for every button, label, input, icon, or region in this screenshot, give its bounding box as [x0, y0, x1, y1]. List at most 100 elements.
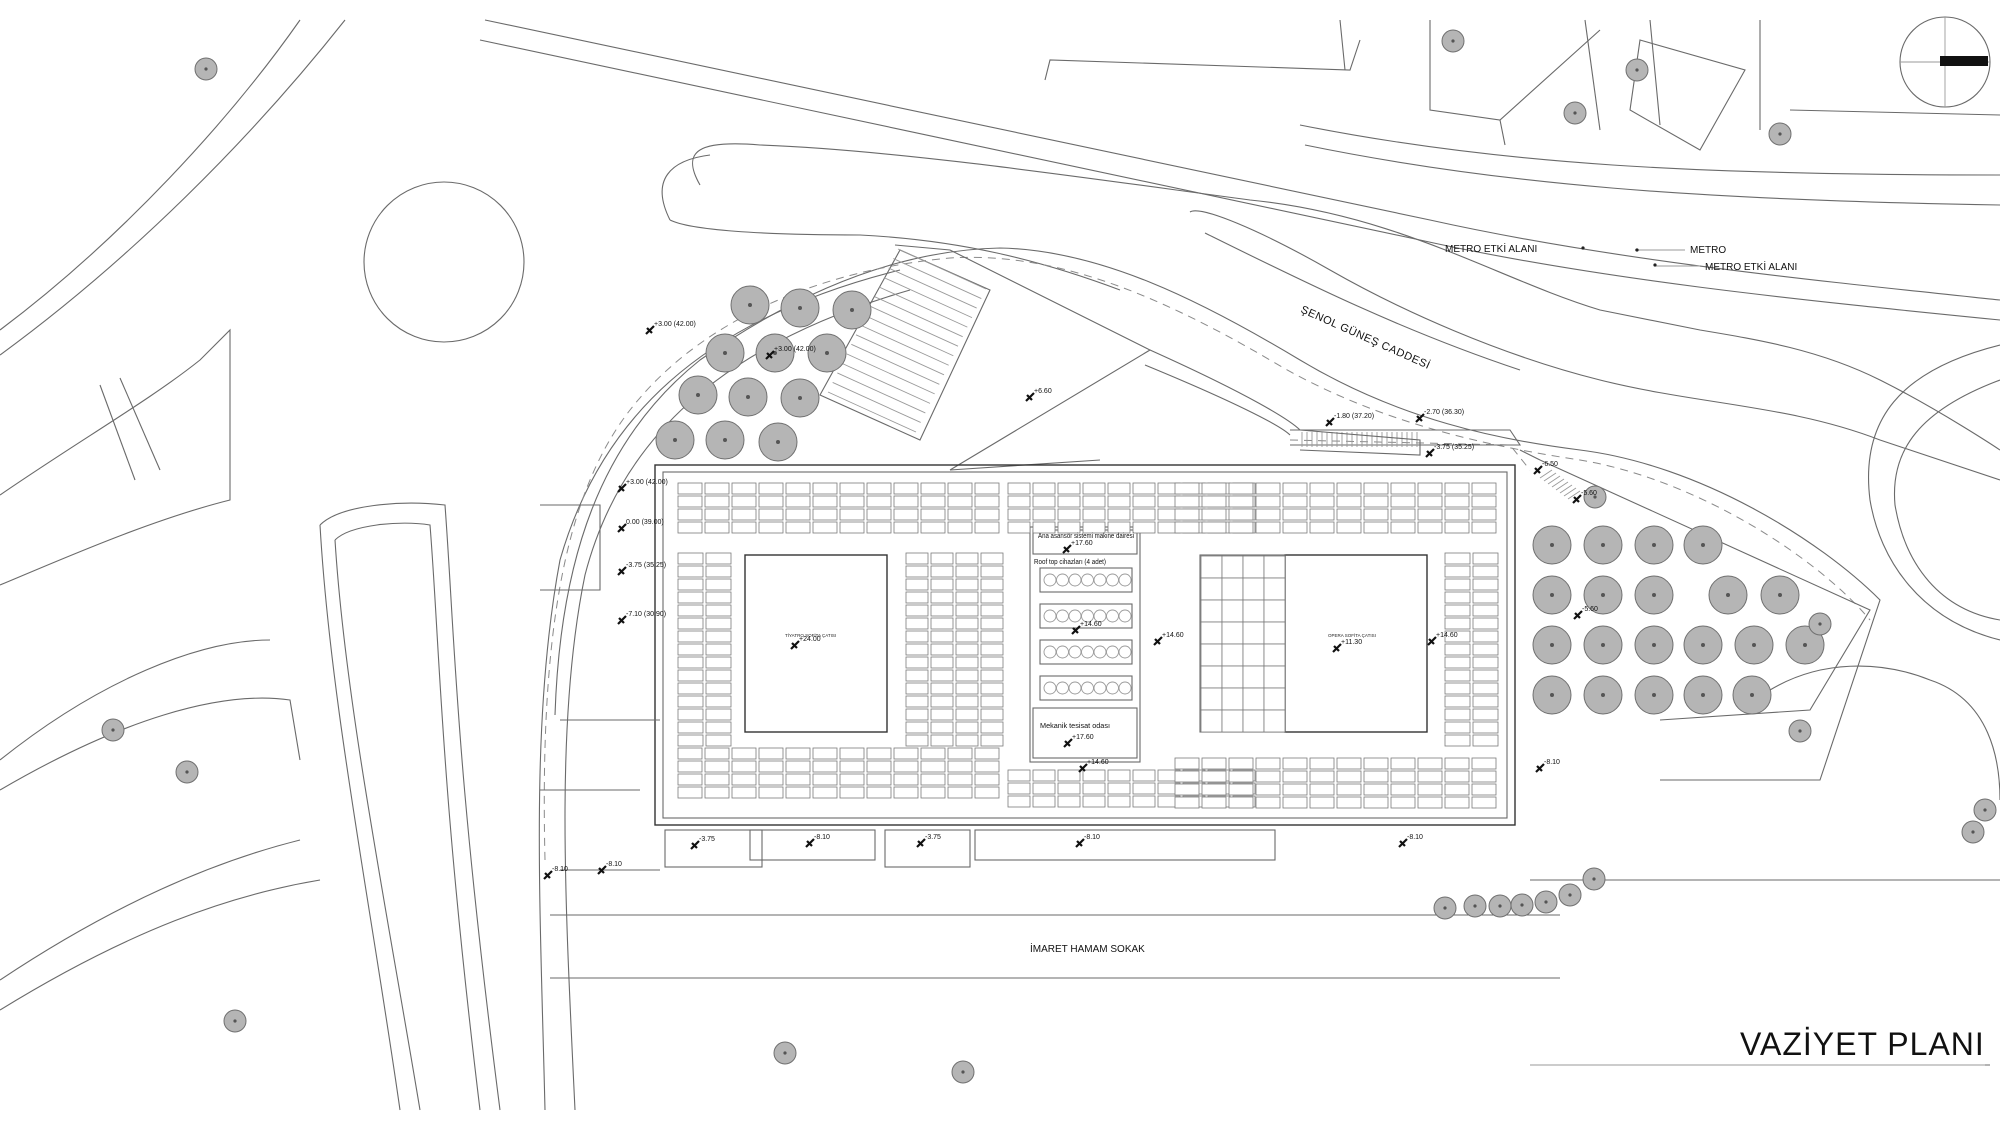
panel-cell: [839, 495, 865, 508]
panel-cell: [920, 482, 946, 495]
level-marker: +14.60: [1427, 632, 1458, 646]
panel-cell: [1228, 508, 1254, 521]
tree: [1583, 525, 1623, 565]
panel-cell: [1201, 796, 1227, 809]
tree: [1683, 675, 1723, 715]
panel-cell: [1082, 521, 1106, 534]
tree: [758, 422, 798, 462]
panel-cell: [1107, 482, 1131, 495]
panel-cell: [1336, 783, 1362, 796]
panel-cell: [930, 695, 954, 708]
panel-cell: [705, 617, 732, 630]
panel-cell: [1282, 770, 1308, 783]
panel-cell: [893, 495, 919, 508]
panel-cell: [866, 760, 892, 773]
panel-cell: [1228, 482, 1254, 495]
panel-cell: [1417, 796, 1443, 809]
panel-cell: [930, 721, 954, 734]
tree: [175, 760, 199, 784]
panel-cell: [705, 630, 732, 643]
panel-cell: [1255, 521, 1281, 534]
panel-cell: [980, 682, 1004, 695]
panel-cell: [705, 578, 732, 591]
panel-cell: [1201, 482, 1227, 495]
panel-cell: [1444, 708, 1471, 721]
fan-circle: [1106, 681, 1119, 695]
panel-cell: [812, 508, 838, 521]
grid-cell: [1263, 621, 1286, 645]
panel-cell: [980, 669, 1004, 682]
room-label-ana-asansor: Ana asansör sistemi makine dairesi: [1038, 533, 1134, 540]
panel-cell: [930, 565, 954, 578]
panel-cell: [785, 786, 811, 799]
panel-cell: [1471, 482, 1497, 495]
panel-cell: [1032, 782, 1056, 795]
room-label-opera: OPERA SOFİTA ÇATISI: [1328, 632, 1376, 638]
fan-circle: [1118, 645, 1132, 659]
fan-circle: [1056, 645, 1069, 659]
panel-cell: [1363, 796, 1389, 809]
panel-cell: [1417, 495, 1443, 508]
level-label: +14.60: [1436, 632, 1458, 639]
level-marker: -2.70 (36.30): [1415, 409, 1464, 423]
tree: [1732, 675, 1772, 715]
panel-cell: [1309, 757, 1335, 770]
panel-cell: [705, 591, 732, 604]
panel-cell: [1444, 552, 1471, 565]
panel-cell: [1390, 521, 1416, 534]
panel-cell: [893, 508, 919, 521]
panel-cell: [930, 604, 954, 617]
panel-cell: [866, 482, 892, 495]
panel-cell: [905, 721, 929, 734]
panel-cell: [1336, 495, 1362, 508]
level-label: -8.10: [1407, 834, 1423, 841]
grid-cell: [1221, 709, 1244, 733]
panel-cell: [1472, 552, 1499, 565]
panel-cell: [1336, 521, 1362, 534]
panel-cell: [905, 591, 929, 604]
panel-cell: [1472, 695, 1499, 708]
panel-cell: [731, 508, 757, 521]
panel-cell: [1417, 508, 1443, 521]
street-label-imaret: İMARET HAMAM SOKAK: [1030, 942, 1145, 955]
level-marker: -3.75 (35.25): [1425, 444, 1474, 458]
panel-cell: [705, 695, 732, 708]
panel-cell: [930, 591, 954, 604]
grid-cell: [1221, 555, 1244, 579]
panel-cell: [1336, 508, 1362, 521]
panel-cell: [1309, 521, 1335, 534]
panel-cell: [1255, 770, 1281, 783]
panel-cell: [1132, 795, 1156, 808]
panel-cell: [1444, 482, 1470, 495]
panel-cell: [677, 773, 703, 786]
panel-cell: [1107, 495, 1131, 508]
panel-cell: [1174, 495, 1200, 508]
panel-cell: [1132, 508, 1156, 521]
panel-cell: [980, 565, 1004, 578]
panel-cell: [1007, 508, 1031, 521]
tree: [1532, 625, 1572, 665]
panel-cell: [905, 734, 929, 747]
tree: [780, 288, 820, 328]
street-label-senol: ŞENOL GÜNEŞ CADDESİ: [1299, 303, 1433, 372]
panel-cell: [866, 786, 892, 799]
panel-cell: [1057, 508, 1081, 521]
level-label: +3.00 (42.00): [654, 321, 696, 328]
panel-cell: [866, 508, 892, 521]
panel-cell: [893, 747, 919, 760]
panel-cell: [1363, 770, 1389, 783]
rooftop-unit: [1039, 675, 1133, 701]
drawing-title: VAZİYET PLANI: [1740, 1026, 1985, 1062]
panel-cell: [920, 786, 946, 799]
panel-cell: [1174, 521, 1200, 534]
tree: [1634, 675, 1674, 715]
panel-cell: [905, 565, 929, 578]
panel-cell: [1417, 482, 1443, 495]
panel-cell: [1309, 796, 1335, 809]
level-label: -8.10: [606, 861, 622, 868]
panel-cell: [1007, 782, 1031, 795]
panel-cell: [758, 508, 784, 521]
panel-cell: [974, 495, 1000, 508]
tree: [1488, 894, 1512, 918]
level-marker: 0.00 (39.00): [617, 519, 664, 533]
